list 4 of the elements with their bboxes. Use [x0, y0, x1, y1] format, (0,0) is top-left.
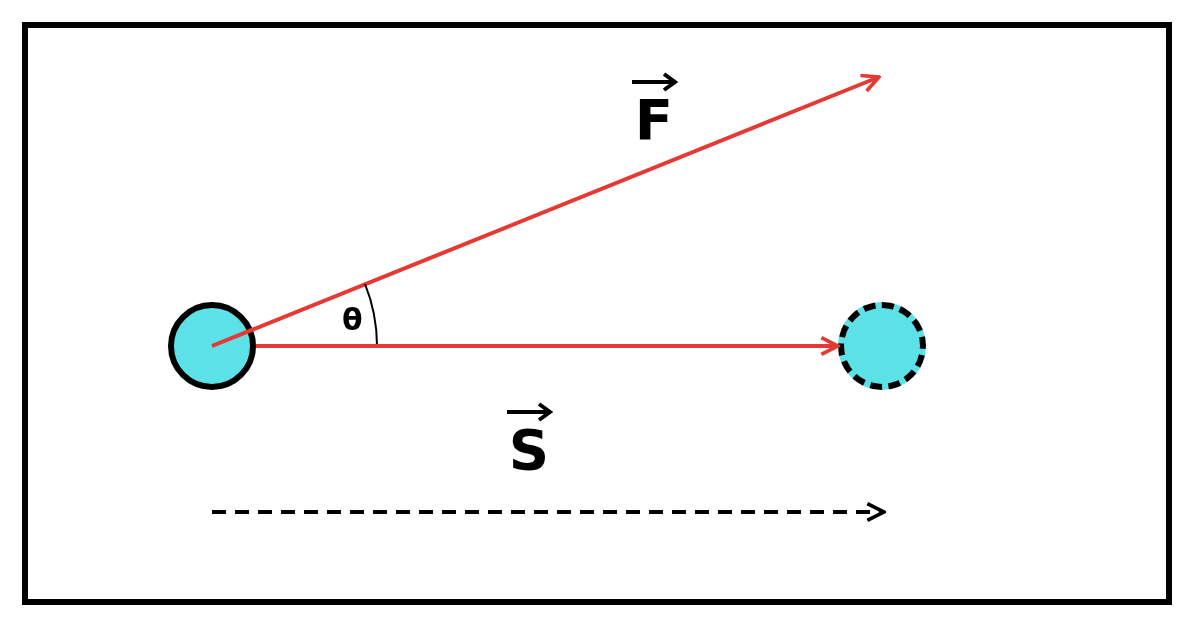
arrow — [256, 335, 840, 357]
vector-label: S — [508, 422, 550, 478]
vector-label: F — [634, 92, 674, 148]
angle-label: θ — [342, 305, 363, 335]
